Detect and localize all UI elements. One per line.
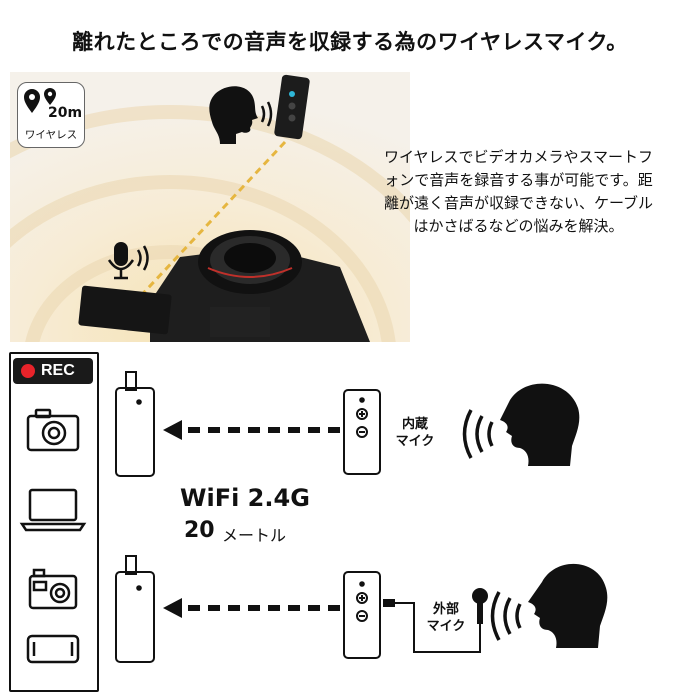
description-line: はかさばるなどの悩みを解決。: [413, 217, 624, 235]
headline: 離れたところでの音声を収録する為のワイヤレスマイク。: [72, 30, 628, 54]
range-badge: 20m ワイヤレス: [17, 82, 85, 148]
description-text: ワイヤレスでビデオカメラやスマートフ ォンで音声を録音する事が可能です。距 離が…: [352, 146, 685, 238]
speaker-head-icon: [209, 86, 258, 144]
range-distance: 20m: [48, 105, 83, 121]
description-line: ォンで音声を録音する事が可能です。距: [384, 171, 653, 189]
receiver-device-top: [115, 371, 155, 477]
record-dot-icon: [21, 364, 35, 378]
external-mic-label: 外部 マイク: [426, 602, 466, 634]
transmitter-device-photo: [274, 74, 310, 140]
range-value: 20: [184, 518, 215, 543]
smartphone-icon: [26, 634, 80, 664]
microphone-icon: [107, 242, 149, 280]
range-unit: メートル: [222, 526, 287, 545]
connection-diagram: [19, 371, 608, 664]
receiver-device-bottom: [115, 555, 155, 663]
wifi-protocol-label: WiFi 2.4G: [180, 484, 310, 512]
signal-arrow-bottom: [163, 598, 340, 618]
signal-arrow-top: [163, 420, 340, 440]
dslr-camera-photo: [78, 230, 370, 342]
transmitter-device-bottom: [343, 571, 381, 659]
range-label: ワイヤレス: [24, 129, 78, 141]
location-pin-icon: [24, 88, 56, 113]
sound-wave-icon-bottom: [490, 591, 522, 641]
action-camera-icon: [28, 568, 78, 610]
speaker-head-icon-top: [500, 383, 580, 466]
camera-icon: [26, 408, 80, 452]
transmitter-device-top: [343, 389, 381, 475]
rec-label: REC: [41, 362, 75, 379]
description-line: ワイヤレスでビデオカメラやスマートフ: [383, 148, 654, 166]
external-microphone-icon: [472, 588, 488, 624]
builtin-mic-label: 内蔵 マイク: [395, 417, 435, 449]
speaker-head-icon-bottom: [528, 563, 608, 648]
rec-badge: REC: [13, 358, 93, 384]
external-mic-cable: [383, 599, 481, 653]
laptop-icon: [19, 488, 87, 532]
sound-wave-icon-top: [462, 409, 494, 459]
description-line: 離が遠く音声が収録できない、ケーブル: [383, 194, 654, 212]
